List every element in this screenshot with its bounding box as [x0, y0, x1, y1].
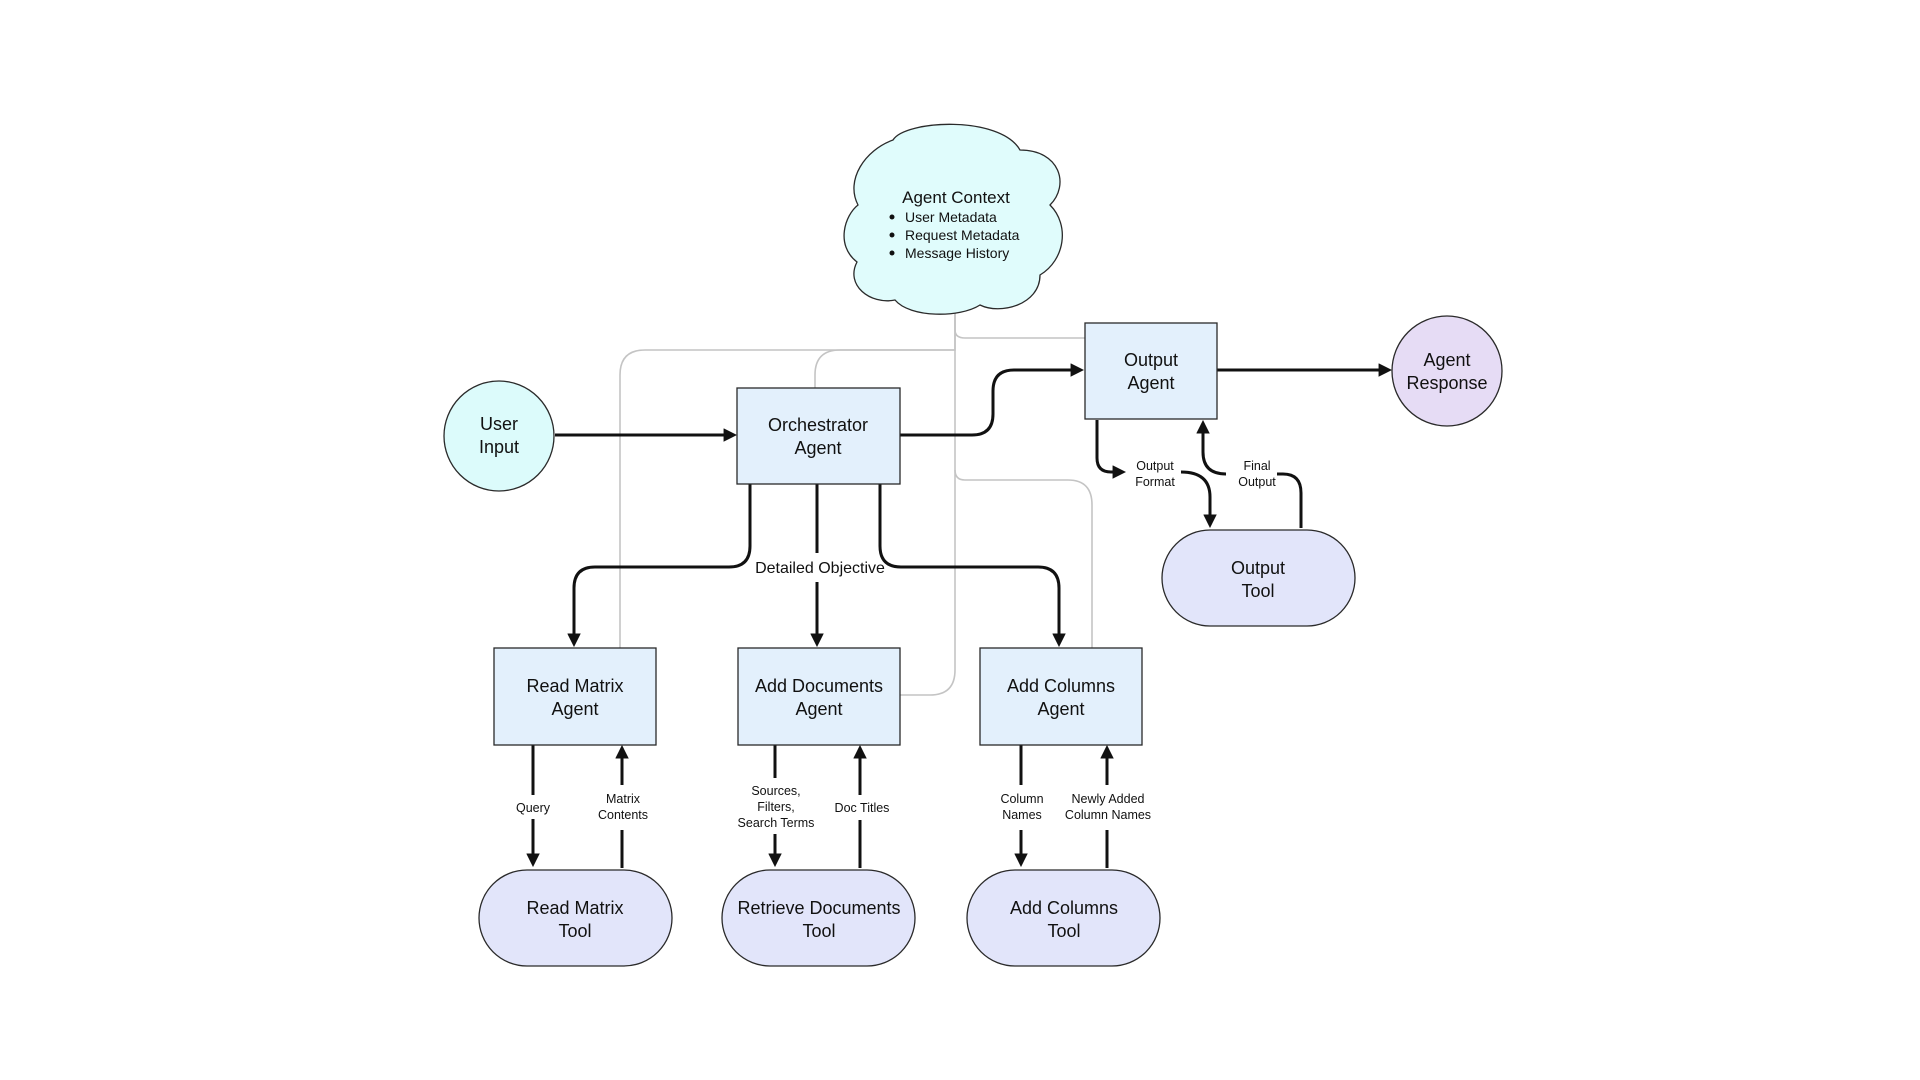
bullet	[889, 250, 895, 256]
context-item-message-history: Message History	[905, 245, 1009, 261]
context-item-user-metadata: User Metadata	[905, 209, 997, 225]
bullet	[889, 214, 895, 220]
context-title: Agent Context	[902, 188, 1010, 207]
label-matrix-contents-line2: Contents	[598, 808, 648, 822]
cloud-shape	[843, 123, 1063, 315]
node-add-columns-tool: Add Columns Tool	[966, 869, 1161, 967]
read-matrix-tool-label-line2: Tool	[558, 921, 591, 941]
add-columns-tool-label-line2: Tool	[1047, 921, 1080, 941]
add-columns-agent-label-line2: Agent	[1037, 699, 1084, 719]
node-orchestrator-agent: Orchestrator Agent	[736, 387, 901, 485]
add-columns-tool-pill	[966, 869, 1161, 967]
label-newly-added-line2: Column Names	[1065, 808, 1151, 822]
context-item-request-metadata: Request Metadata	[905, 227, 1020, 243]
label-column-names-line1: Column	[1000, 792, 1043, 806]
agent-context-cloud: Agent Context User Metadata Request Meta…	[843, 123, 1063, 315]
context-connectors	[619, 310, 1093, 696]
node-output-agent: Output Agent	[1084, 322, 1218, 420]
context-list: User Metadata Request Metadata Message H…	[889, 209, 1020, 261]
node-add-documents-agent: Add Documents Agent	[737, 647, 901, 746]
read-matrix-tool-pill	[478, 869, 673, 967]
arrow-output-format-down	[1180, 470, 1217, 529]
label-newly-added-line1: Newly Added	[1072, 792, 1145, 806]
output-tool-label-line2: Tool	[1241, 581, 1274, 601]
label-matrix-contents-line1: Matrix	[606, 792, 641, 806]
label-sources-line2: Filters,	[757, 800, 795, 814]
agent-response-circle	[1391, 315, 1503, 427]
node-add-columns-agent: Add Columns Agent	[979, 647, 1143, 746]
agent-response-label-line1: Agent	[1423, 350, 1470, 370]
node-read-matrix-agent: Read Matrix Agent	[493, 647, 657, 746]
arrow-orchestrator-to-output-agent	[900, 363, 1085, 437]
label-output-format-line1: Output	[1136, 459, 1174, 473]
retrieve-documents-tool-label-line1: Retrieve Documents	[737, 898, 900, 918]
add-columns-agent-label-line1: Add Columns	[1007, 676, 1115, 696]
retrieve-documents-tool-pill	[721, 869, 916, 967]
node-retrieve-documents-tool: Retrieve Documents Tool	[721, 869, 916, 967]
add-documents-agent-box	[737, 647, 901, 746]
add-columns-tool-label-line1: Add Columns	[1010, 898, 1118, 918]
arrow-orchestrator-to-add-columns	[878, 484, 1066, 648]
arrow-final-output	[1196, 419, 1227, 476]
label-sources-line3: Search Terms	[738, 816, 815, 830]
label-doc-titles: Doc Titles	[835, 801, 890, 815]
orchestrator-label-line1: Orchestrator	[768, 415, 868, 435]
context-line-add-documents	[900, 310, 956, 696]
add-documents-agent-label-line2: Agent	[795, 699, 842, 719]
label-final-output-line2: Output	[1238, 475, 1276, 489]
flow-arrows	[526, 363, 1393, 868]
user-input-circle	[443, 380, 555, 492]
context-line-orchestrator	[814, 349, 955, 388]
agent-response-label-line2: Response	[1406, 373, 1487, 393]
label-output-format-line2: Format	[1135, 475, 1175, 489]
context-line-read-matrix	[619, 310, 956, 648]
edge-labels: Detailed Objective Output Format Final O…	[516, 459, 1276, 830]
orchestrator-box	[736, 387, 901, 485]
node-read-matrix-tool: Read Matrix Tool	[478, 869, 673, 967]
label-final-output-line1: Final	[1243, 459, 1270, 473]
user-input-label-line2: Input	[479, 437, 519, 457]
label-sources-line1: Sources,	[751, 784, 800, 798]
arrow-final-output-up	[1277, 472, 1303, 528]
add-columns-agent-box	[979, 647, 1143, 746]
output-agent-label-line2: Agent	[1127, 373, 1174, 393]
read-matrix-tool-label-line1: Read Matrix	[526, 898, 623, 918]
node-user-input: User Input	[443, 380, 555, 492]
read-matrix-agent-label-line1: Read Matrix	[526, 676, 623, 696]
output-tool-pill	[1161, 529, 1356, 627]
label-column-names-line2: Names	[1002, 808, 1042, 822]
node-output-tool: Output Tool	[1161, 529, 1356, 627]
arrow-orchestrator-to-read-matrix	[567, 484, 752, 648]
label-query: Query	[516, 801, 551, 815]
node-agent-response: Agent Response	[1391, 315, 1503, 427]
arrow-output-format	[1095, 420, 1127, 479]
user-input-label-line1: User	[480, 414, 518, 434]
read-matrix-agent-box	[493, 647, 657, 746]
output-agent-box	[1084, 322, 1218, 420]
output-tool-label-line1: Output	[1231, 558, 1285, 578]
context-line-output-agent	[954, 320, 1085, 339]
output-agent-label-line1: Output	[1124, 350, 1178, 370]
orchestrator-label-line2: Agent	[794, 438, 841, 458]
bullet	[889, 232, 895, 238]
label-detailed-objective: Detailed Objective	[755, 560, 885, 577]
retrieve-documents-tool-label-line2: Tool	[802, 921, 835, 941]
add-documents-agent-label-line1: Add Documents	[755, 676, 883, 696]
read-matrix-agent-label-line2: Agent	[551, 699, 598, 719]
context-line-add-columns	[954, 469, 1093, 648]
